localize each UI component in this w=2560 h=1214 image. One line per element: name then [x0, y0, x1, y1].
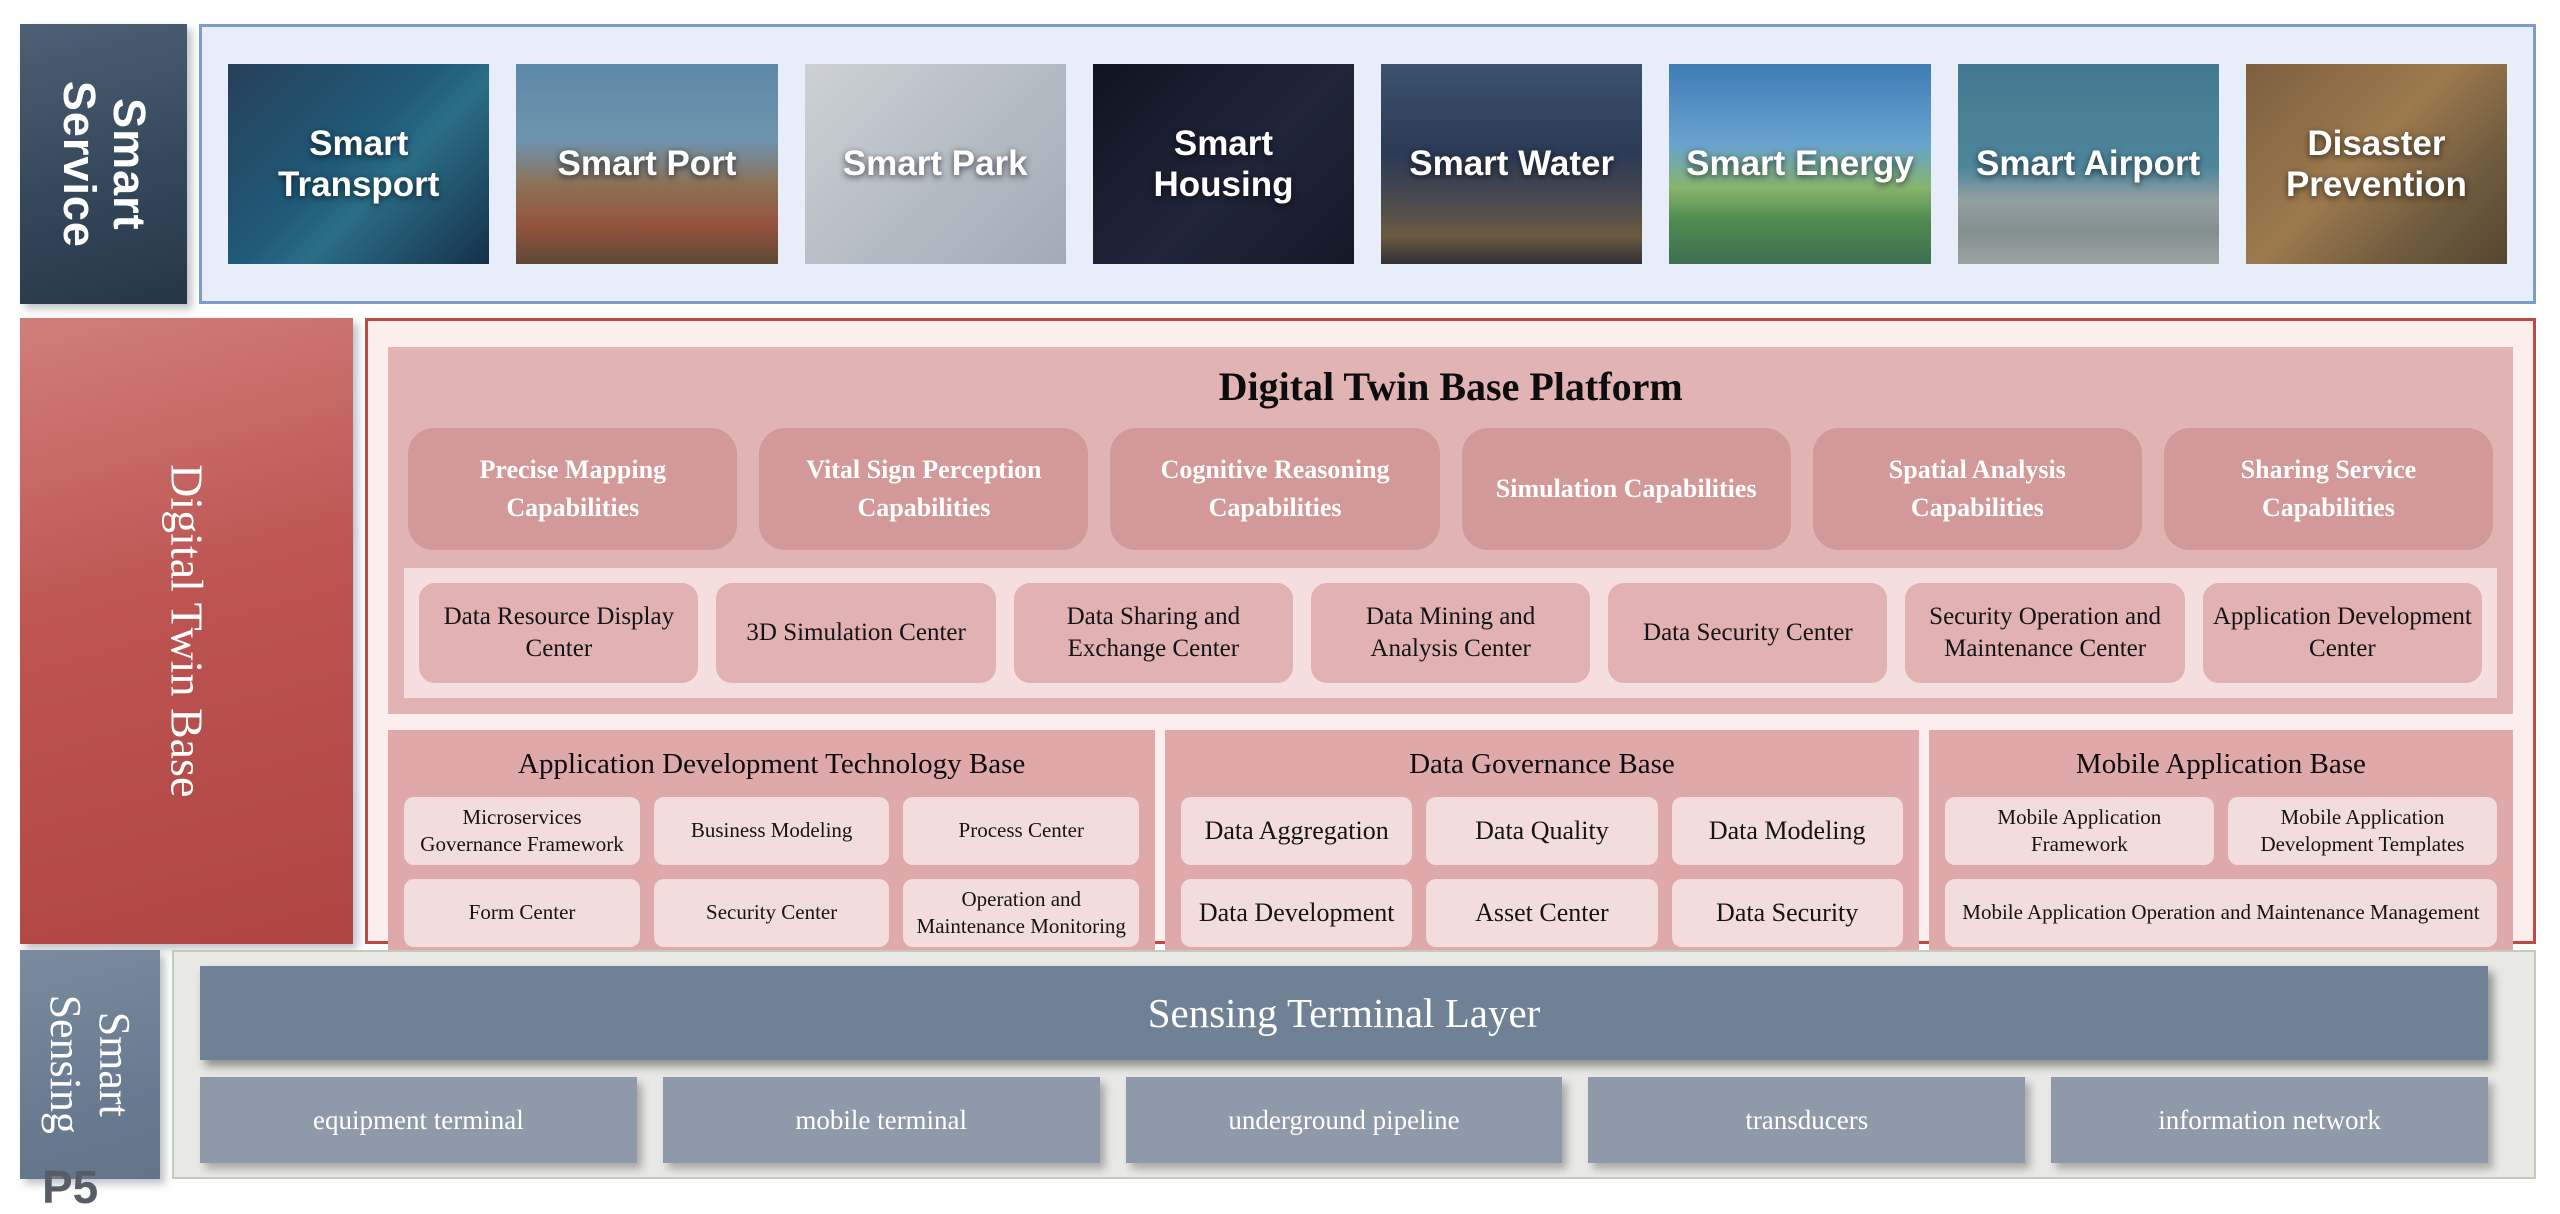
base-item: Mobile Application Operation and Mainten… [1944, 879, 2497, 947]
tile-label: Smart Water [1409, 144, 1615, 184]
tile-smart-transport: Smart Transport [228, 64, 490, 264]
tile-smart-park: Smart Park [804, 64, 1066, 264]
tile-smart-airport: Smart Airport [1957, 64, 2219, 264]
terminal-box: equipment terminal [200, 1077, 637, 1163]
digital-twin-base-sidebar-label: Digital Twin Base [161, 464, 213, 798]
smart-sensing-panel: Sensing Terminal Layer equipment termina… [172, 950, 2536, 1179]
tile-label: Smart Park [842, 144, 1028, 184]
center-box: Data Mining and Analysis Center [1310, 583, 1591, 683]
sidebar-label-line: Sensing [40, 994, 90, 1135]
sidebar-label-line: Smart [103, 97, 155, 231]
base-item: Data Development [1181, 879, 1413, 947]
base-title: Mobile Application Base [2075, 748, 2366, 780]
digital-twin-base-panel: Digital Twin Base Platform Precise Mappi… [365, 318, 2536, 963]
smart-sensing-sidebar-label: Smart Sensing [40, 994, 140, 1135]
capability-box: Spatial Analysis Capabilities [1812, 428, 2142, 550]
base-grid: Data Aggregation Data Quality Data Model… [1181, 797, 1903, 947]
center-box: Data Sharing and Exchange Center [1013, 583, 1293, 683]
base-item: Operation and Maintenance Monitoring [903, 879, 1140, 947]
base-item: Security Center [653, 879, 890, 947]
tile-label: Disaster Prevention [2285, 123, 2467, 204]
digital-twin-base-band: Digital Twin Base Digital Twin Base Plat… [20, 318, 2536, 963]
center-box: Data Security Center [1608, 583, 1888, 683]
center-box: Application Development Center [2202, 583, 2482, 683]
platform-title: Digital Twin Base Platform [1218, 364, 1683, 409]
base-item: Asset Center [1426, 879, 1658, 947]
base-item: Data Security [1671, 879, 1903, 947]
terminal-box: underground pipeline [1125, 1077, 1563, 1163]
base-item: Microservices Governance Framework [404, 797, 640, 865]
smart-service-sidebar-label: Smart Service [53, 80, 155, 248]
sidebar-label-line: Service [53, 80, 105, 248]
base-title: Application Development Technology Base [518, 748, 1026, 780]
application-development-technology-base: Application Development Technology Base … [388, 730, 1156, 963]
digital-twin-platform: Digital Twin Base Platform Precise Mappi… [388, 347, 2513, 714]
capability-box: Simulation Capabilities [1461, 428, 1791, 550]
capability-row: Precise Mapping Capabilities Vital Sign … [408, 428, 2493, 550]
sidebar-label-line: Smart [90, 1011, 140, 1118]
tile-label: Smart Transport [278, 123, 440, 204]
smart-sensing-band: Smart Sensing Sensing Terminal Layer equ… [20, 950, 2536, 1179]
base-item: Data Modeling [1671, 797, 1903, 865]
base-item: Data Quality [1426, 797, 1658, 865]
sensing-terminal-layer-header: Sensing Terminal Layer [200, 966, 2488, 1060]
smart-service-panel: Smart Transport Smart Port Smart Park Sm… [199, 24, 2536, 304]
center-box: Security Operation and Maintenance Cente… [1905, 583, 2185, 683]
data-governance-base: Data Governance Base Data Aggregation Da… [1165, 730, 1919, 963]
base-item: Mobile Application Development Templates [2227, 797, 2497, 865]
digital-twin-base-sidebar: Digital Twin Base [20, 318, 354, 944]
terminal-box: transducers [1588, 1077, 2026, 1163]
base-grid: Mobile Application Framework Mobile Appl… [1944, 797, 2497, 947]
tile-smart-housing: Smart Housing [1092, 64, 1355, 264]
slide-page-number: P5 [42, 1161, 99, 1213]
tile-smart-energy: Smart Energy [1669, 64, 1931, 264]
terminal-box: information network [2051, 1077, 2488, 1163]
tile-label: Smart Airport [1976, 144, 2201, 184]
center-box: Data Resource Display Center [419, 583, 699, 683]
base-item: Process Center [903, 797, 1140, 865]
smart-service-sidebar: Smart Service [20, 24, 188, 304]
terminal-box: mobile terminal [662, 1077, 1100, 1163]
base-sections-row: Application Development Technology Base … [388, 730, 2513, 963]
base-item: Data Aggregation [1181, 797, 1413, 865]
sidebar-label-line: Digital Twin Base [161, 464, 213, 798]
tile-smart-water: Smart Water [1381, 64, 1643, 264]
smart-service-band: Smart Service Smart Transport Smart Port… [20, 24, 2536, 304]
capability-box: Vital Sign Perception Capabilities [759, 428, 1089, 550]
tile-label: Smart Port [557, 144, 737, 184]
base-title: Data Governance Base [1409, 748, 1675, 780]
base-item: Business Modeling [653, 797, 890, 865]
tile-disaster-prevention: Disaster Prevention [2245, 64, 2508, 264]
capability-box: Precise Mapping Capabilities [408, 428, 738, 550]
terminals-row: equipment terminal mobile terminal under… [200, 1077, 2488, 1163]
base-grid: Microservices Governance Framework Busin… [404, 797, 1140, 947]
smart-sensing-sidebar: Smart Sensing [20, 950, 160, 1179]
base-item: Form Center [404, 879, 640, 947]
base-item: Mobile Application Framework [1944, 797, 2214, 865]
tile-label: Smart Energy [1686, 144, 1914, 184]
centers-row: Data Resource Display Center 3D Simulati… [404, 568, 2497, 698]
tile-label: Smart Housing [1153, 123, 1294, 204]
tile-smart-port: Smart Port [516, 64, 778, 264]
capability-box: Cognitive Reasoning Capabilities [1110, 428, 1440, 550]
mobile-application-base: Mobile Application Base Mobile Applicati… [1928, 730, 2513, 963]
center-box: 3D Simulation Center [716, 583, 996, 683]
capability-box: Sharing Service Capabilities [2163, 428, 2493, 550]
